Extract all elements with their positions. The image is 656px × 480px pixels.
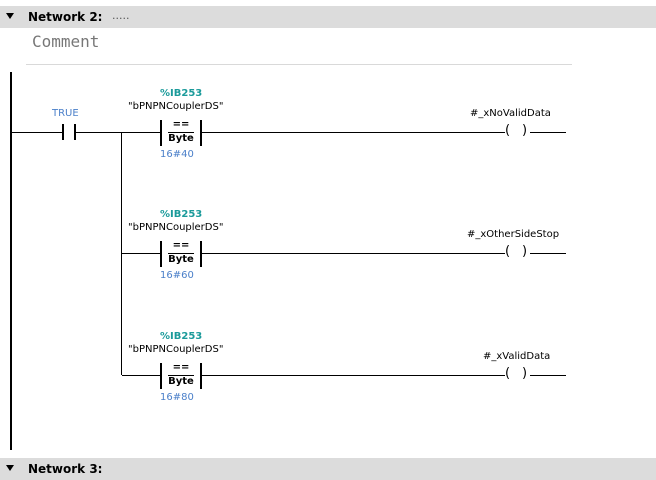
coil-left-paren[interactable]: (	[505, 244, 511, 259]
comment-divider	[26, 64, 572, 65]
coil-right-paren[interactable]: )	[522, 123, 528, 138]
network-3-header[interactable]: Network 3:	[0, 458, 656, 480]
operand-symbol[interactable]: "bPNPNCouplerDS"	[128, 344, 224, 355]
compare-type: Byte	[168, 133, 194, 144]
contact-true-right-bar[interactable]	[74, 124, 76, 140]
operand-symbol[interactable]: "bPNPNCouplerDS"	[128, 101, 224, 112]
coil-operand[interactable]: #_xOtherSideStop	[467, 229, 560, 240]
compare-value[interactable]: 16#60	[160, 270, 194, 281]
compare-box[interactable]: == Byte	[160, 240, 202, 267]
compare-operator: ==	[172, 240, 190, 251]
operand-address[interactable]: %IB253	[160, 88, 203, 99]
compare-type: Byte	[168, 376, 194, 387]
compare-operator: ==	[172, 362, 190, 373]
wire-segment	[200, 375, 505, 376]
operand-symbol[interactable]: "bPNPNCouplerDS"	[128, 222, 224, 233]
contact-true-left-bar[interactable]	[62, 124, 64, 140]
wire-segment	[122, 132, 160, 133]
network-title: Network 3:	[28, 462, 103, 476]
coil-left-paren[interactable]: (	[505, 123, 511, 138]
coil-right-paren[interactable]: )	[522, 366, 528, 381]
wire-segment	[122, 253, 160, 254]
compare-operator: ==	[172, 119, 190, 130]
compare-separator	[168, 375, 194, 376]
wire-segment	[200, 253, 505, 254]
operand-address[interactable]: %IB253	[160, 331, 203, 342]
coil-operand[interactable]: #_xValidData	[483, 351, 551, 362]
power-rail	[10, 72, 12, 450]
network-comment[interactable]: Comment	[32, 32, 100, 51]
compare-value[interactable]: 16#40	[160, 149, 194, 160]
compare-type: Byte	[168, 254, 194, 265]
branch-wire	[121, 132, 122, 375]
wire-segment	[200, 132, 505, 133]
compare-separator	[168, 253, 194, 254]
coil-left-paren[interactable]: (	[505, 366, 511, 381]
collapse-arrow-icon[interactable]	[6, 465, 14, 471]
wire-segment	[12, 132, 62, 133]
network-title: Network 2:	[28, 10, 103, 24]
operand-address[interactable]: %IB253	[160, 209, 203, 220]
compare-box[interactable]: == Byte	[160, 119, 202, 146]
wire-segment	[76, 132, 122, 133]
compare-value[interactable]: 16#80	[160, 392, 194, 403]
contact-true-label[interactable]: TRUE	[52, 108, 79, 119]
network-2-header[interactable]: Network 2: .....	[0, 6, 656, 28]
network-title-placeholder[interactable]: .....	[112, 9, 130, 22]
wire-segment	[530, 132, 566, 133]
compare-box[interactable]: == Byte	[160, 362, 202, 389]
wire-segment	[530, 253, 566, 254]
coil-operand[interactable]: #_xNoValidData	[470, 108, 551, 119]
compare-separator	[168, 132, 194, 133]
coil-right-paren[interactable]: )	[522, 244, 528, 259]
collapse-arrow-icon[interactable]	[6, 13, 14, 19]
wire-segment	[530, 375, 566, 376]
wire-segment	[122, 375, 160, 376]
